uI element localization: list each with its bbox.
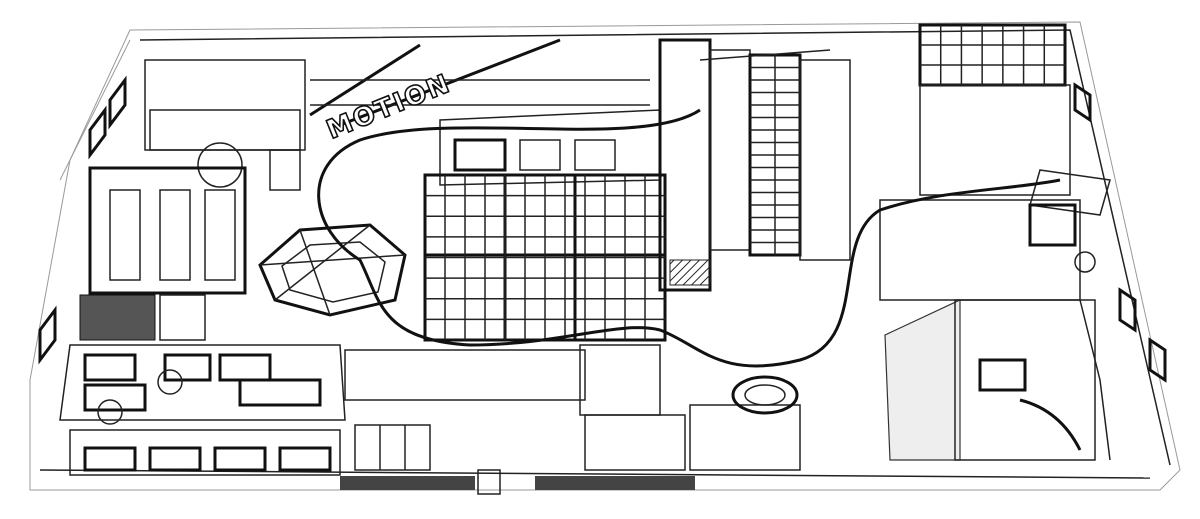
wall-panels — [38, 75, 1167, 383]
central-climbing-structure — [423, 109, 667, 342]
left-lower-zone — [59, 344, 346, 476]
left-trampoline-zone — [79, 166, 247, 341]
right-lower-zone — [884, 299, 1111, 461]
entrance-fence — [340, 469, 695, 495]
right-upper-zone — [918, 23, 1111, 216]
tower-structure — [658, 38, 851, 292]
right-middle-zone — [879, 199, 1096, 301]
bottom-middle-zone — [344, 344, 801, 471]
left-upper-zone — [144, 59, 306, 191]
octagon-pad — [258, 223, 407, 317]
entrance-gate — [477, 469, 501, 495]
tube-slide — [317, 108, 1061, 368]
